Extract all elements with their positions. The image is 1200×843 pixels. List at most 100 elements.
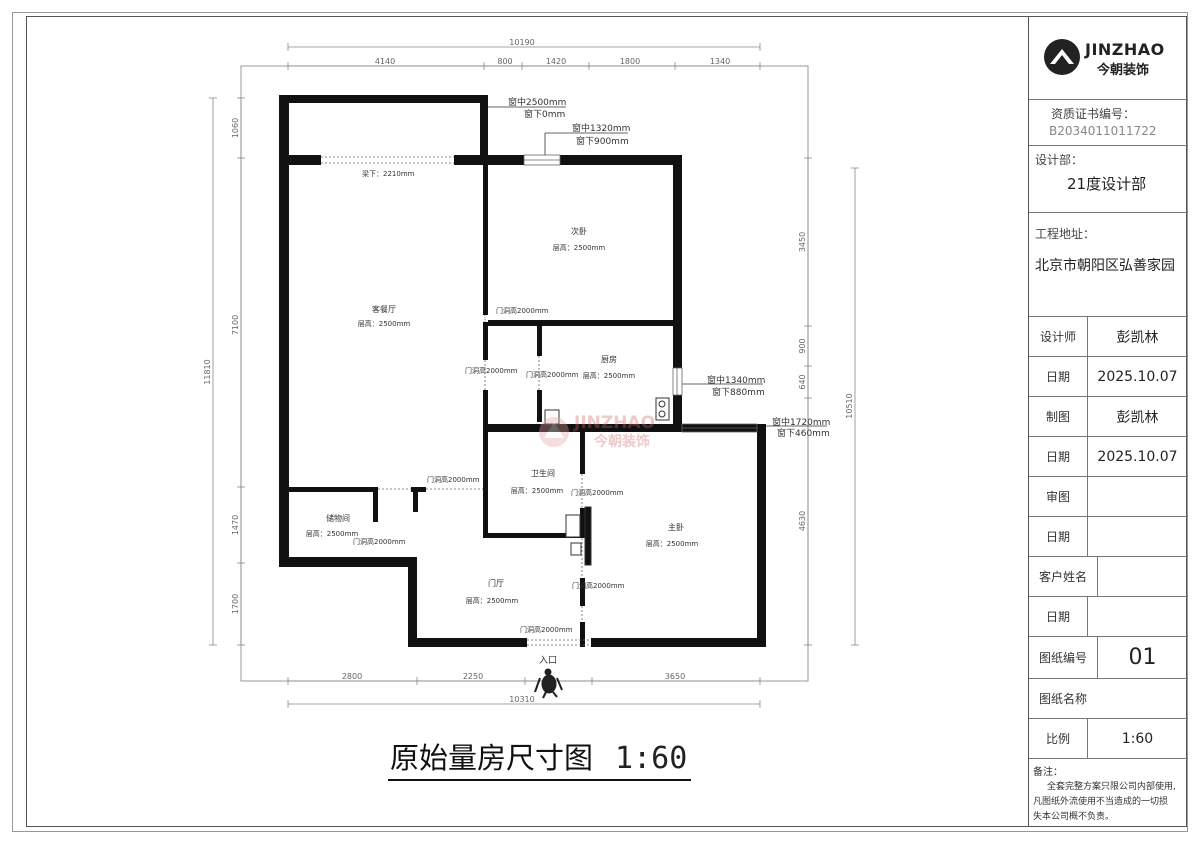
- title-block-address: 工程地址： 北京市朝阳区弘善家园: [1029, 213, 1188, 317]
- room-foyer-height: 层高：2500mm: [466, 596, 519, 605]
- room-living-height: 层高：2500mm: [358, 319, 411, 328]
- door-bath-label: 门洞高2000mm: [571, 488, 624, 497]
- dim-left-seg-1: 1060: [231, 118, 240, 138]
- dim-left-total: 11810: [203, 359, 212, 384]
- sheet-border: [12, 12, 1188, 832]
- tb-label-review: 审图: [1029, 477, 1088, 516]
- tb-label-designer: 设计师: [1029, 317, 1088, 356]
- notes-line-2: 凡图纸外流使用不当造成的一切损: [1033, 797, 1169, 807]
- dim-bottom-seg-1: 2800: [342, 672, 362, 681]
- room-second-height: 层高：2500mm: [553, 243, 606, 252]
- tb-row-drafter: 制图 彭凯林: [1029, 397, 1188, 437]
- dimension-frame: [240, 65, 809, 682]
- drawing-title-scale: 1:60: [615, 741, 688, 776]
- address-value: 北京市朝阳区弘善家园: [1035, 258, 1175, 274]
- win-top-mid-2: 窗下900mm: [576, 135, 629, 147]
- tb-row-date-2: 日期 2025.10.07: [1029, 437, 1188, 477]
- logo-cn: 今朝装饰: [1097, 63, 1150, 78]
- dim-top-seg-3: 1420: [546, 57, 566, 66]
- walls: [279, 95, 766, 647]
- dept-label: 设计部：: [1035, 153, 1084, 167]
- win-top-left-2: 窗下0mm: [524, 108, 565, 120]
- tb-label-date-3: 日期: [1029, 517, 1088, 556]
- dim-top-seg-1: 4140: [375, 57, 395, 66]
- watermark-latin: JINZHAO: [573, 413, 655, 433]
- room-second-name: 次卧: [571, 226, 587, 236]
- room-storage-name: 储物间: [326, 513, 350, 523]
- dimension-labels: 10190 4140 800 1420 1800 1340 2800 2250 …: [203, 38, 854, 704]
- dim-bottom-total: 10310: [509, 695, 534, 704]
- room-foyer-name: 门厅: [488, 578, 504, 588]
- tb-value-drafter: 彭凯林: [1116, 409, 1159, 426]
- title-block-cert: 资质证书编号： B2034011011722: [1029, 100, 1188, 146]
- door-second-label: 门洞高2000mm: [496, 306, 549, 315]
- tb-label-date-2: 日期: [1029, 437, 1088, 476]
- room-living-name: 客餐厅: [372, 304, 396, 314]
- openings: [321, 154, 758, 646]
- win-kitchen-2: 窗下880mm: [712, 386, 765, 398]
- dim-right-seg-3: 640: [798, 374, 807, 389]
- tb-row-scale: 比例 1:60: [1029, 719, 1188, 759]
- room-kitchen-height: 层高：2500mm: [583, 371, 636, 380]
- closet-divider-icon: [565, 514, 581, 538]
- annotations: 窗中2500mm 窗下0mm 窗中1320mm 窗下900mm 梁下：2210m…: [353, 96, 830, 666]
- tb-row-client: 客户姓名: [1029, 557, 1188, 597]
- dim-left-seg-4: 1700: [231, 594, 240, 614]
- win-top-mid-1: 窗中1320mm: [572, 122, 630, 134]
- dim-right-seg-2: 900: [798, 338, 807, 353]
- watermark-logo-icon: [539, 417, 569, 447]
- room-storage-height: 层高：2500mm: [306, 529, 359, 538]
- room-labels: 客餐厅 层高：2500mm 次卧 层高：2500mm 厨房 层高：2500mm …: [306, 226, 699, 605]
- notes-line-3: 失本公司概不负责。: [1033, 812, 1115, 822]
- watermark-cn: 今朝装饰: [593, 433, 650, 450]
- tb-label-drawing-name: 图纸名称: [1038, 692, 1087, 706]
- tb-notes: 备注： 全套完整方案只限公司内部使用, 凡图纸外流使用不当造成的一切损 失本公司…: [1029, 759, 1188, 827]
- title-block: JINZHAO 今朝装饰 资质证书编号： B2034011011722 设计部：…: [1028, 16, 1188, 827]
- beam-label: 梁下：2210mm: [362, 169, 415, 178]
- tb-label-drafter: 制图: [1029, 397, 1088, 436]
- dept-value: 21度设计部: [1067, 175, 1147, 193]
- win-top-left-1: 窗中2500mm: [508, 96, 566, 108]
- tb-label-drawing-no: 图纸编号: [1029, 637, 1098, 678]
- tb-value-designer: 彭凯林: [1116, 329, 1159, 346]
- tb-row-designer: 设计师 彭凯林: [1029, 317, 1188, 357]
- win-master-1: 窗中1720mm: [772, 416, 830, 428]
- tb-value-review: [1087, 477, 1188, 516]
- win-kitchen-1: 窗中1340mm: [707, 374, 765, 386]
- tb-label-scale: 比例: [1029, 719, 1088, 758]
- tb-label-date-1: 日期: [1029, 357, 1088, 396]
- title-block-logo: JINZHAO 今朝装饰: [1029, 16, 1188, 100]
- watermark: JINZHAO 今朝装饰: [539, 413, 655, 450]
- tb-row-date-3: 日期: [1029, 517, 1188, 557]
- dim-left-seg-2: 7100: [231, 315, 240, 335]
- tb-label-date-4: 日期: [1029, 597, 1088, 636]
- door-master-label: 门洞高2000mm: [572, 581, 625, 590]
- dim-top-total: 10190: [509, 38, 534, 47]
- cert-label: 资质证书编号：: [1051, 107, 1136, 121]
- entrance-figure-icon: [534, 668, 563, 699]
- room-bath-height: 层高：2500mm: [511, 486, 564, 495]
- door-entry-label: 门洞高2000mm: [520, 625, 573, 634]
- dim-right-seg-1: 3450: [798, 232, 807, 252]
- tb-row-drawing-no: 图纸编号 01: [1029, 637, 1188, 679]
- door-kitchen-label: 门洞高2000mm: [526, 370, 579, 379]
- title-block-dept: 设计部： 21度设计部: [1029, 146, 1188, 213]
- room-kitchen-name: 厨房: [601, 354, 617, 364]
- logo-latin: JINZHAO: [1085, 40, 1165, 59]
- notes-line-1: 全套完整方案只限公司内部使用,: [1047, 782, 1176, 792]
- door-living-kitchen-label: 门洞高2000mm: [465, 366, 518, 375]
- room-master-height: 层高：2500mm: [646, 539, 699, 548]
- tb-value-scale: 1:60: [1121, 730, 1154, 747]
- tb-value-date-3: [1087, 517, 1188, 556]
- company-logo-icon: [1044, 39, 1080, 75]
- tb-row-date-4: 日期: [1029, 597, 1188, 637]
- dim-bottom-seg-3: 3650: [665, 672, 685, 681]
- dim-top-seg-2: 800: [497, 57, 512, 66]
- dim-top-seg-4: 1800: [620, 57, 640, 66]
- dim-left-seg-3: 1470: [231, 515, 240, 535]
- win-master-2: 窗下460mm: [777, 427, 830, 439]
- cert-number: B2034011011722: [1049, 124, 1157, 138]
- fixtures: [544, 397, 670, 566]
- tb-row-date-1: 日期 2025.10.07: [1029, 357, 1188, 397]
- tb-label-client: 客户姓名: [1029, 557, 1098, 596]
